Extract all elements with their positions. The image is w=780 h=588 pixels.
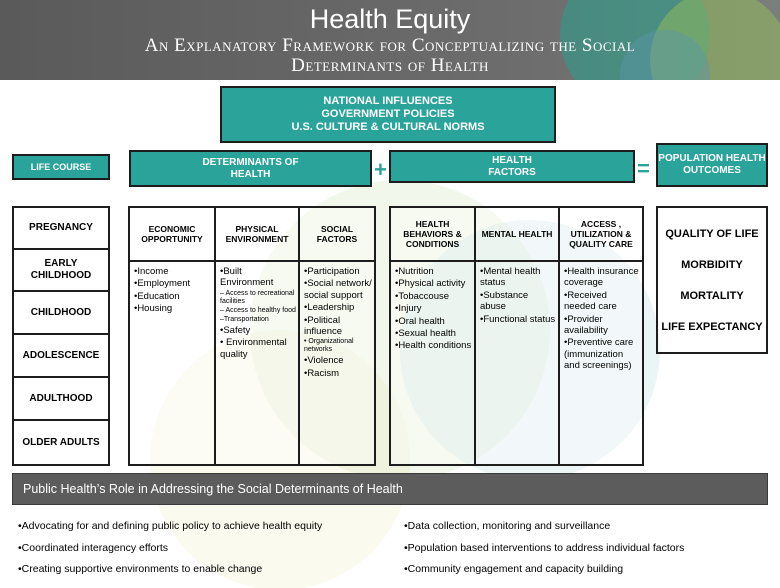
determinants-header: DETERMINANTS OF HEALTH [129, 150, 372, 187]
column-header: ECONOMIC OPPORTUNITY [130, 208, 214, 262]
list-item: •Built Environment [220, 266, 274, 289]
list-item: •Tobaccouse [395, 290, 450, 302]
social-factors-column: SOCIAL FACTORS •Participation •Social ne… [300, 208, 374, 464]
health-factors-title: HEALTH FACTORS [488, 154, 536, 178]
list-item: •Sexual health [395, 327, 456, 339]
list-item: •Housing [134, 303, 173, 315]
health-factors-panel: HEALTH BEHAVIORS & CONDITIONS •Nutrition… [389, 206, 644, 466]
header-banner: Health Equity An Explanatory Framework f… [0, 0, 780, 80]
list-item: •Social network/ social support [304, 278, 372, 301]
economic-opportunity-column: ECONOMIC OPPORTUNITY •Income •Employment… [130, 208, 216, 464]
role-bullet: •Data collection, monitoring and surveil… [404, 520, 611, 532]
list-item: •Education [134, 290, 180, 302]
role-bullet: •Population based interventions to addre… [404, 542, 685, 554]
list-item: • Environmental quality [220, 337, 287, 360]
list-item: •Nutrition [395, 266, 434, 277]
list-item: •Safety [220, 324, 251, 336]
list-item: •Leadership [304, 302, 355, 314]
health-behaviors-column: HEALTH BEHAVIORS & CONDITIONS •Nutrition… [391, 208, 476, 464]
determinants-panel: ECONOMIC OPPORTUNITY •Income •Employment… [128, 206, 376, 466]
list-item: •Income [134, 266, 169, 277]
list-item: •Physical activity [395, 278, 466, 290]
physical-environment-column: PHYSICAL ENVIRONMENT •Built Environment … [216, 208, 300, 464]
life-course-panel: PREGNANCY EARLY CHILDHOOD CHILDHOOD ADOL… [12, 206, 110, 466]
list-item: •Racism [304, 367, 339, 379]
list-item: –Transportation [220, 315, 269, 323]
list-item: •Provider availability [564, 313, 608, 336]
government-policies-label: GOVERNMENT POLICIES [321, 107, 455, 120]
plus-operator: + [374, 157, 387, 182]
header-circle [650, 0, 780, 80]
public-health-role-title: Public Health’s Role in Addressing the S… [23, 482, 403, 496]
role-bullet: •Advocating for and defining public poli… [18, 520, 323, 532]
role-bullet: •Coordinated interagency efforts [18, 542, 168, 554]
culture-norms-label: U.S. CULTURE & CULTURAL NORMS [291, 121, 485, 134]
list-item: • Organizational networks [304, 338, 354, 354]
determinants-title: DETERMINANTS OF HEALTH [202, 156, 299, 180]
list-item: •Political influence [304, 314, 343, 337]
life-stage-pregnancy: PREGNANCY [14, 208, 108, 250]
list-item: •Violence [304, 355, 344, 367]
life-course-header: LIFE COURSE [12, 154, 110, 180]
life-stage-adolescence: ADOLESCENCE [14, 335, 108, 378]
list-item: •Participation [304, 266, 360, 277]
mental-health-column: MENTAL HEALTH •Mental health status •Sub… [476, 208, 560, 464]
column-header: SOCIAL FACTORS [300, 208, 374, 262]
outcome-quality-of-life: QUALITY OF LIFE [665, 228, 759, 240]
list-item: •Oral health [395, 315, 445, 327]
life-stage-early-childhood: EARLY CHILDHOOD [14, 250, 108, 292]
list-item: •Functional status [480, 313, 556, 325]
life-stage-adulthood: ADULTHOOD [14, 378, 108, 421]
outcome-morbidity: MORBIDITY [681, 259, 743, 271]
national-influences-box: NATIONAL INFLUENCES GOVERNMENT POLICIES … [220, 86, 556, 143]
column-header: ACCESS , UTILIZATION & QUALITY CARE [560, 208, 642, 262]
role-bullet: •Community engagement and capacity build… [404, 563, 624, 575]
page-title: Health Equity [309, 4, 471, 34]
column-header: MENTAL HEALTH [476, 208, 558, 262]
access-care-column: ACCESS , UTILIZATION & QUALITY CARE •Hea… [560, 208, 642, 464]
list-item: •Preventive care (immunization and scree… [564, 337, 634, 372]
health-factors-header: HEALTH FACTORS [389, 150, 635, 183]
subtitle-line-1: An Explanatory Framework for Conceptuali… [144, 35, 636, 56]
equals-operator: = [637, 156, 650, 181]
list-item: •Substance abuse [480, 289, 529, 313]
outcome-mortality: MORTALITY [680, 290, 744, 302]
list-item: •Injury [395, 303, 422, 315]
national-influences-label: NATIONAL INFLUENCES [323, 94, 453, 107]
list-item: •Employment [134, 278, 191, 290]
life-stage-older-adults: OLDER ADULTS [22, 436, 100, 448]
list-item: – Access to recreational facilities [220, 289, 295, 305]
population-outcomes-panel: QUALITY OF LIFE MORBIDITY MORTALITY LIFE… [656, 206, 768, 354]
population-outcomes-header: POPULATION HEALTH OUTCOMES [656, 143, 768, 187]
list-item: – Access to healthy food [220, 306, 296, 314]
outcome-life-expectancy: LIFE EXPECTANCY [661, 321, 763, 333]
list-item: •Health insurance coverage [564, 266, 639, 289]
list-item: •Mental health status [480, 266, 541, 289]
list-item: •Health conditions [395, 340, 472, 352]
public-health-role-bar: Public Health’s Role in Addressing the S… [12, 473, 768, 505]
column-header: PHYSICAL ENVIRONMENT [216, 208, 298, 262]
list-item: •Received needed care [564, 289, 617, 313]
life-stage-childhood: CHILDHOOD [14, 292, 108, 335]
role-bullet: •Creating supportive environments to ena… [18, 563, 263, 575]
column-header: HEALTH BEHAVIORS & CONDITIONS [391, 208, 474, 262]
subtitle-line-2: Determinants of Health [291, 55, 489, 76]
